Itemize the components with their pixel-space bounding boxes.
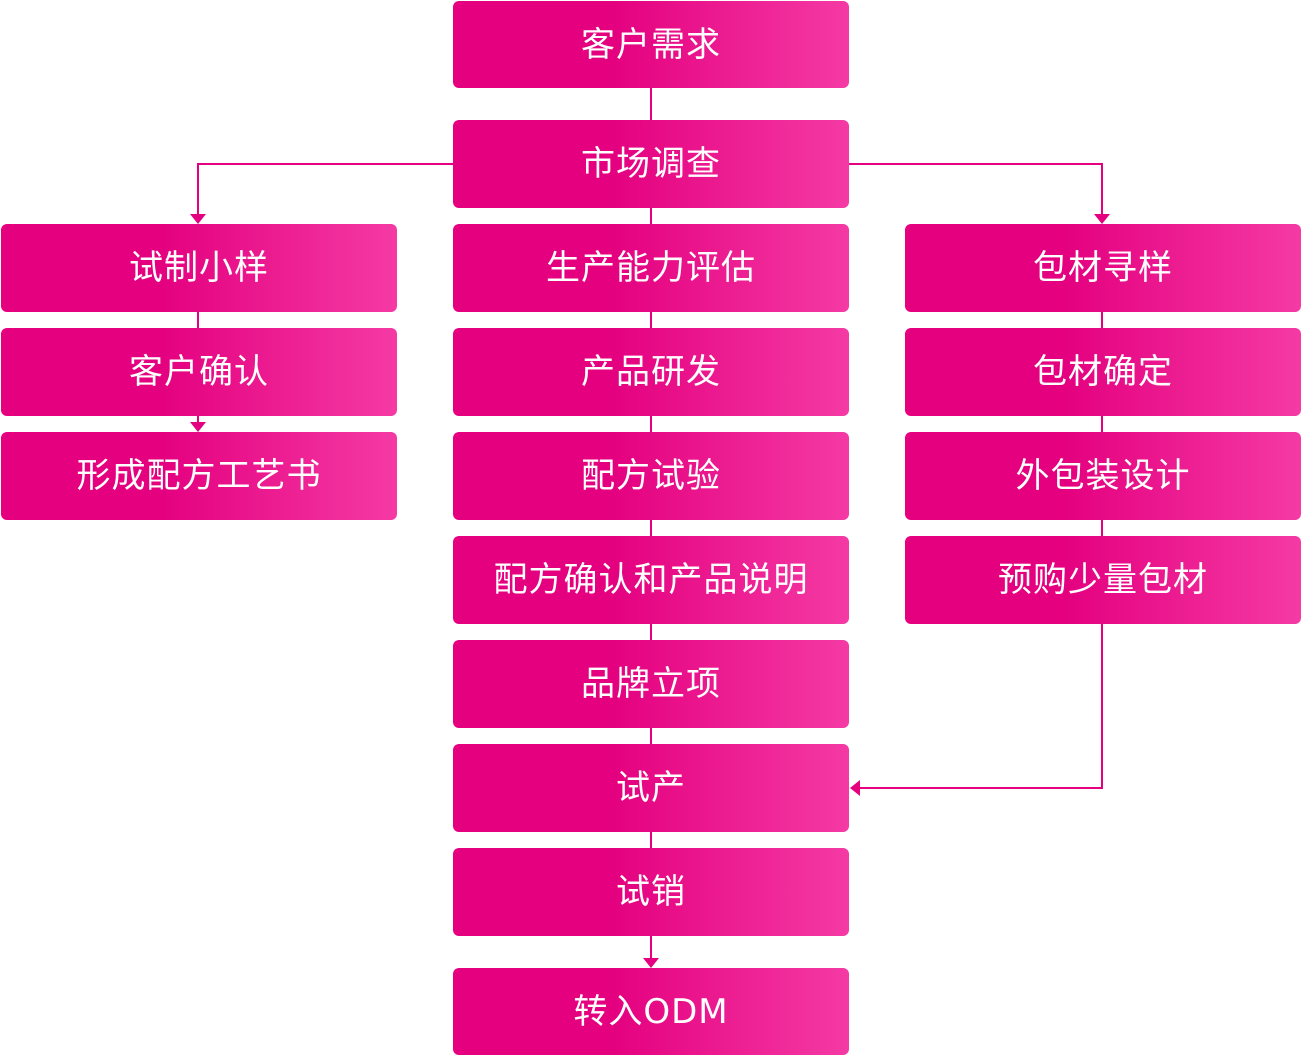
node-customer-confirm: 客户确认 <box>1 328 397 416</box>
arrowhead-trial-production <box>850 780 860 796</box>
node-label: 形成配方工艺书 <box>76 456 322 496</box>
node-brand-project: 品牌立项 <box>453 640 849 728</box>
connector-market-to-trial-sample <box>197 163 453 214</box>
node-capacity-evaluation: 生产能力评估 <box>453 224 849 312</box>
node-formula-process-doc: 形成配方工艺书 <box>1 432 397 520</box>
node-packaging-sourcing: 包材寻样 <box>905 224 1301 312</box>
node-formula-confirm-description: 配方确认和产品说明 <box>453 536 849 624</box>
node-market-research: 市场调查 <box>453 120 849 208</box>
connector-market-to-packaging <box>849 163 1103 214</box>
node-trial-sample: 试制小样 <box>1 224 397 312</box>
node-label: 客户确认 <box>129 352 269 392</box>
node-label: 外包装设计 <box>1015 456 1191 496</box>
node-packaging-confirm: 包材确定 <box>905 328 1301 416</box>
node-formula-test: 配方试验 <box>453 432 849 520</box>
node-trial-sales: 试销 <box>453 848 849 936</box>
node-label: 包材确定 <box>1033 352 1173 392</box>
node-trial-production: 试产 <box>453 744 849 832</box>
node-label: 试产 <box>616 768 686 808</box>
node-label: 预购少量包材 <box>998 560 1208 600</box>
node-to-odm: 转入ODM <box>453 968 849 1055</box>
arrowhead-formula-doc <box>190 422 206 432</box>
node-customer-demand: 客户需求 <box>453 1 849 88</box>
node-label: 客户需求 <box>581 24 721 65</box>
node-label: 品牌立项 <box>581 664 721 704</box>
node-label: 配方确认和产品说明 <box>493 560 809 600</box>
node-label: 产品研发 <box>581 352 721 392</box>
node-outer-package-design: 外包装设计 <box>905 432 1301 520</box>
node-label: 试销 <box>616 872 686 912</box>
node-product-development: 产品研发 <box>453 328 849 416</box>
node-small-packaging-purchase: 预购少量包材 <box>905 536 1301 624</box>
arrowhead-odm <box>643 958 659 968</box>
node-label: 包材寻样 <box>1033 248 1173 288</box>
node-label: 市场调查 <box>581 144 721 184</box>
node-label: 生产能力评估 <box>546 248 756 288</box>
connector-purchase-to-trialprod <box>860 624 1103 789</box>
node-label: 转入ODM <box>573 991 729 1032</box>
node-label: 配方试验 <box>581 456 721 496</box>
arrowhead-trial-sample <box>190 214 206 224</box>
arrowhead-packaging <box>1094 214 1110 224</box>
node-label: 试制小样 <box>129 248 269 288</box>
